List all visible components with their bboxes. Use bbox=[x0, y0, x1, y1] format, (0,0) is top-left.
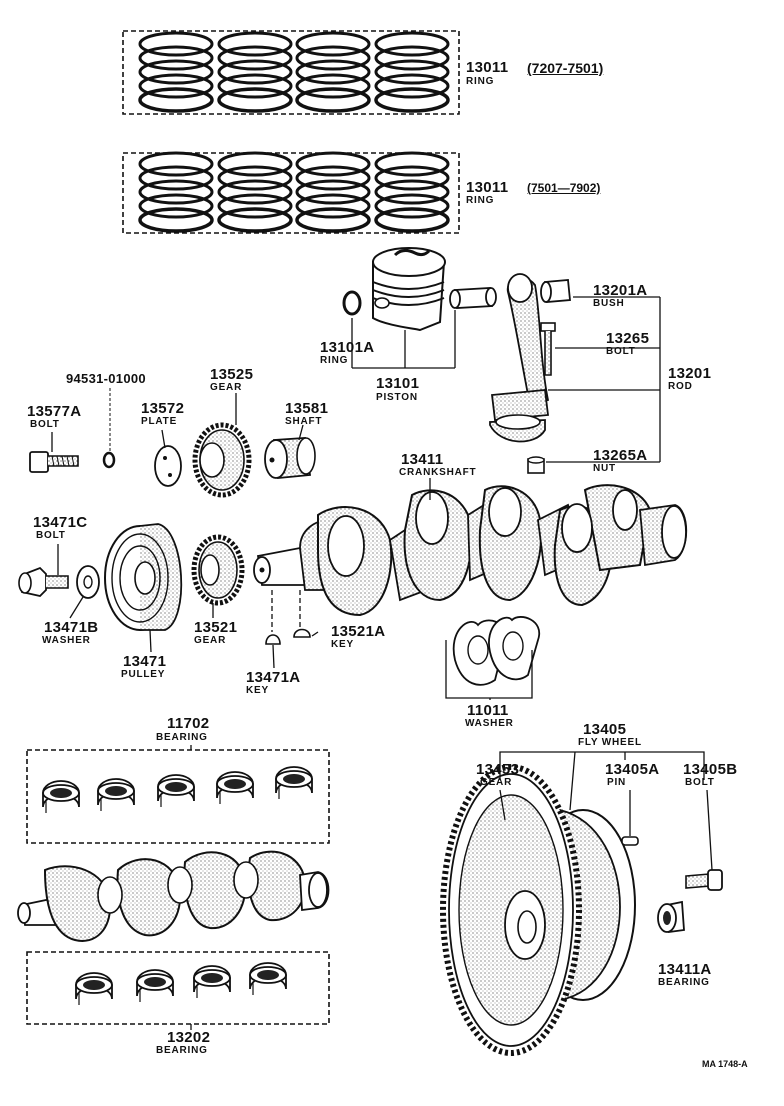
pulley-bolt-name: BOLT bbox=[36, 530, 66, 541]
keys-drawing bbox=[265, 590, 311, 645]
gear-13525-name: GEAR bbox=[210, 382, 243, 393]
pin-ring-name: RING bbox=[320, 355, 349, 366]
thrust-washer-number: 11011 bbox=[467, 702, 509, 719]
key-13521a-number: 13521A bbox=[331, 623, 386, 640]
main-bearing-set-drawing bbox=[26, 749, 330, 844]
pilot-bearing-name: BEARING bbox=[658, 977, 710, 988]
crankshaft-small-drawing bbox=[17, 850, 330, 942]
ring-a-number: 13011 bbox=[466, 59, 509, 76]
flywheel-pin-number: 13405A bbox=[605, 761, 660, 778]
thrust-washer-name: WASHER bbox=[465, 718, 514, 729]
piston-pin-ring-drawing bbox=[342, 290, 362, 316]
bush-number: 13201A bbox=[593, 282, 648, 299]
key-13521a-name: KEY bbox=[331, 639, 354, 650]
key-13471a-number: 13471A bbox=[246, 669, 301, 686]
pulley-washer-drawing bbox=[76, 565, 100, 599]
piston-pin-drawing bbox=[449, 287, 497, 309]
flywheel-name: FLY WHEEL bbox=[578, 737, 642, 748]
flywheel-bolt-number: 13405B bbox=[683, 761, 738, 778]
pulley-number: 13471 bbox=[123, 653, 167, 670]
crankshaft-drawing bbox=[253, 484, 688, 617]
plate-name: PLATE bbox=[141, 416, 178, 427]
ring-b-range: (7501—7902) bbox=[527, 181, 601, 195]
spring-washer-drawing bbox=[102, 451, 116, 469]
pin-ring-number: 13101A bbox=[320, 339, 375, 356]
pulley-name: PULLEY bbox=[121, 669, 166, 680]
bush-name: BUSH bbox=[593, 298, 625, 309]
ring-set-a bbox=[122, 30, 460, 115]
gear-13521-drawing bbox=[191, 534, 245, 606]
crankshaft-number: 13411 bbox=[401, 451, 444, 468]
rod-bolt-name: BOLT bbox=[606, 346, 636, 357]
gear-13525-number: 13525 bbox=[210, 366, 254, 383]
ring-b-name: RING bbox=[466, 195, 495, 206]
ring-a-range: (7207-7501) bbox=[527, 60, 604, 76]
pulley-washer-number: 13471B bbox=[44, 619, 99, 636]
rod-bearing-number: 13202 bbox=[167, 1029, 211, 1046]
gear-13525-drawing bbox=[192, 422, 252, 498]
thrust-washer-drawing bbox=[445, 616, 541, 699]
flywheel-pin-drawing bbox=[621, 836, 639, 846]
rod-bolt-drawing bbox=[540, 322, 556, 376]
crankshaft-name: CRANKSHAFT bbox=[399, 467, 477, 478]
rod-nut-number: 13265A bbox=[593, 447, 648, 464]
plate-number: 13572 bbox=[141, 400, 185, 417]
main-bearing-number: 11702 bbox=[167, 715, 210, 732]
bolt-13577a-number: 13577A bbox=[27, 403, 82, 420]
shaft-name: SHAFT bbox=[285, 416, 323, 427]
ring-set-b bbox=[122, 151, 460, 234]
pulley-washer-name: WASHER bbox=[42, 635, 91, 646]
plate-drawing bbox=[154, 445, 182, 487]
pilot-bearing-number: 13411A bbox=[658, 961, 712, 978]
flywheel-pin-name: PIN bbox=[607, 777, 627, 788]
gear-13521-name: GEAR bbox=[194, 635, 227, 646]
pulley-drawing bbox=[104, 523, 183, 631]
piston-name: PISTON bbox=[376, 392, 418, 403]
rod-nut-drawing bbox=[527, 456, 545, 474]
flywheel-number: 13405 bbox=[583, 721, 627, 738]
rod-nut-name: NUT bbox=[593, 463, 616, 474]
figure-code: MA 1748-A bbox=[702, 1059, 748, 1069]
gear-13521-number: 13521 bbox=[194, 619, 238, 636]
pulley-bolt-drawing bbox=[18, 566, 69, 597]
ring-a-name: RING bbox=[466, 76, 495, 87]
shaft-number: 13581 bbox=[285, 400, 329, 417]
piston-drawing bbox=[372, 247, 446, 332]
flywheel-bolt-drawing bbox=[685, 869, 723, 891]
spring-washer-number: 94531-01000 bbox=[66, 371, 146, 386]
pilot-bearing-drawing bbox=[657, 900, 685, 934]
pulley-bolt-number: 13471C bbox=[33, 514, 88, 531]
key-13471a-name: KEY bbox=[246, 685, 269, 696]
piston-number: 13101 bbox=[376, 375, 420, 392]
ring-gear-number: 13453 bbox=[476, 761, 520, 778]
bolt-13577a-drawing bbox=[29, 451, 79, 473]
rod-bolt-number: 13265 bbox=[606, 330, 650, 347]
rod-number: 13201 bbox=[668, 365, 712, 382]
bush-drawing bbox=[540, 279, 571, 303]
ring-gear-name: GEAR bbox=[480, 777, 513, 788]
main-bearing-name: BEARING bbox=[156, 732, 208, 743]
shaft-drawing bbox=[264, 437, 316, 479]
connecting-rod-drawing bbox=[489, 273, 550, 443]
rod-bearing-set-drawing bbox=[26, 951, 330, 1025]
bolt-13577a-name: BOLT bbox=[30, 419, 60, 430]
rod-name: ROD bbox=[668, 381, 693, 392]
flywheel-bolt-name: BOLT bbox=[685, 777, 715, 788]
flywheel-drawing bbox=[440, 764, 636, 1056]
rod-bearing-name: BEARING bbox=[156, 1045, 208, 1056]
ring-b-number: 13011 bbox=[466, 179, 509, 196]
